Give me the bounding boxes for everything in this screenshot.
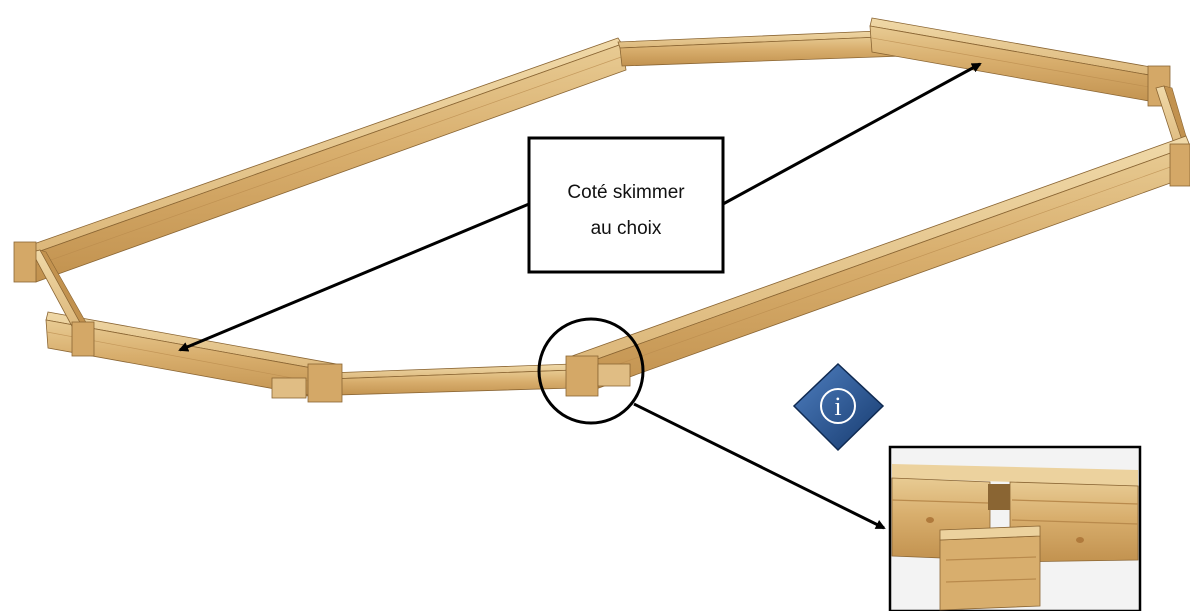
info-icon: i xyxy=(834,392,841,421)
callout-arrows xyxy=(178,62,982,352)
beam-front-left xyxy=(45,311,343,403)
joint-front xyxy=(565,355,631,397)
callout-box: Coté skimmer au choix xyxy=(527,136,725,274)
detail-highlight xyxy=(537,317,886,530)
detail-inset xyxy=(888,445,1142,611)
callout-line-1: Coté skimmer xyxy=(567,182,685,203)
pool-wall-frame xyxy=(13,17,1190,403)
arrow-to-back-right xyxy=(722,62,982,206)
beam-back-short xyxy=(617,29,905,67)
arrow-to-detail xyxy=(633,402,886,530)
arrow-to-front-left xyxy=(178,202,530,352)
beam-back-right xyxy=(869,17,1171,107)
info-badge[interactable]: i xyxy=(792,362,885,452)
beam-back-left xyxy=(27,37,627,283)
detail-circle xyxy=(537,317,645,425)
callout-line-2: au choix xyxy=(591,218,662,239)
beam-left-short xyxy=(13,241,95,357)
